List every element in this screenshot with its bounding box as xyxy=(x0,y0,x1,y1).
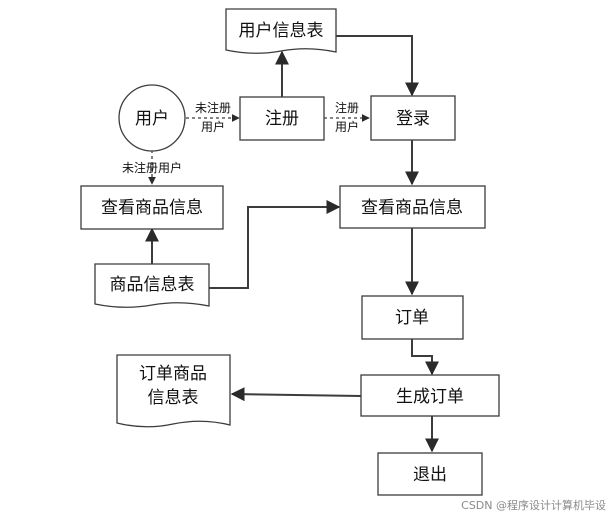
node-view-goods-left: 查看商品信息 xyxy=(80,185,224,230)
node-order-goods-table-label-line2: 信息表 xyxy=(148,388,199,408)
edge-user-info-table-to-login xyxy=(336,35,419,97)
node-login-label: 登录 xyxy=(396,109,430,129)
node-logout-label: 退出 xyxy=(413,465,447,485)
node-create-order-label: 生成订单 xyxy=(396,387,464,407)
edge-label-unregistered-line2: 用户 xyxy=(201,119,225,134)
edge-goods-table-to-view-goods-right xyxy=(209,200,341,289)
watermark: CSDN @程序设计计算机毕设 xyxy=(461,498,606,512)
node-goods-info-table: 商品信息表 xyxy=(94,263,210,308)
node-register: 注册 xyxy=(239,96,325,141)
node-order-goods-table-label-line1: 订单商品 xyxy=(139,364,207,384)
node-login: 登录 xyxy=(370,95,456,141)
node-order: 订单 xyxy=(361,295,464,340)
node-user: 用户 xyxy=(118,84,186,152)
node-goods-info-table-label: 商品信息表 xyxy=(110,275,195,295)
node-register-label: 注册 xyxy=(265,109,299,129)
node-user-info-table: 用户信息表 xyxy=(225,8,337,54)
edge-label-registered-line2: 用户 xyxy=(335,119,359,134)
edge-label-unregistered-user: 未注册用户 xyxy=(122,160,182,175)
node-user-info-table-label: 用户信息表 xyxy=(239,21,324,41)
node-logout: 退出 xyxy=(377,452,483,496)
node-view-goods-right-label: 查看商品信息 xyxy=(361,198,463,218)
edge-label-unregistered-line1: 未注册 xyxy=(195,100,231,115)
node-order-goods-table: 订单商品 信息表 xyxy=(116,354,231,428)
node-create-order: 生成订单 xyxy=(360,374,500,417)
edge-label-registered-line1: 注册 xyxy=(335,100,359,115)
node-user-label: 用户 xyxy=(135,109,169,129)
edge-order-to-create-order xyxy=(411,339,439,376)
node-view-goods-right: 查看商品信息 xyxy=(339,185,486,229)
node-order-label: 订单 xyxy=(395,308,429,328)
node-view-goods-left-label: 查看商品信息 xyxy=(101,198,203,218)
edge-create-order-to-order-goods-table xyxy=(230,387,362,402)
